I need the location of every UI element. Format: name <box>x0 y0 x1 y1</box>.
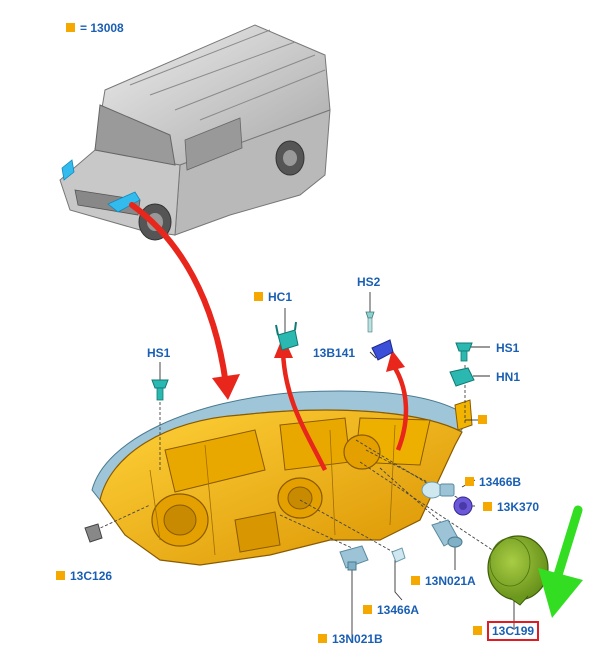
label-13n021a: 13N021A <box>411 574 476 588</box>
label-hs1-right: HS1 <box>496 341 520 355</box>
bulb-13466a <box>391 547 406 563</box>
nut-hn1 <box>449 367 475 387</box>
screw-hs2 <box>365 311 375 333</box>
screw-hs1-right <box>455 342 473 362</box>
bulbholder-13n021b <box>339 545 369 571</box>
label-13n021b: 13N021B <box>318 632 383 646</box>
square-icon <box>483 502 492 512</box>
square-icon <box>363 605 372 615</box>
square-icon <box>56 571 65 581</box>
headlamp-housing <box>91 390 473 566</box>
label-hc1: HC1 <box>254 290 292 304</box>
square-icon <box>478 415 487 425</box>
callout-arrow-main <box>129 202 240 400</box>
cap-13c199 <box>487 535 549 606</box>
grommet-13k370 <box>453 496 473 516</box>
label-hn1: HN1 <box>496 370 521 384</box>
removal-arrows <box>274 336 409 472</box>
van-illustration <box>59 24 331 241</box>
square-icon <box>473 626 482 636</box>
square-icon <box>254 292 263 302</box>
bulbholder-13n021a <box>431 519 463 548</box>
label-hs1-left: HS1 <box>147 346 171 360</box>
label-13k370: 13K370 <box>483 500 539 514</box>
label-hs2: HS2 <box>357 275 381 289</box>
legend-13008: = 13008 <box>66 21 124 35</box>
indicator-arrow <box>538 505 583 618</box>
label-13c126: 13C126 <box>56 569 112 583</box>
clip-hc1 <box>275 321 299 351</box>
label-13b141: 13B141 <box>313 346 356 360</box>
connector-13b141 <box>371 339 394 361</box>
label-13466a: 13466A <box>363 603 419 617</box>
label-13466b: 13466B <box>465 475 521 489</box>
legend-square-icon <box>66 23 75 33</box>
label-13c199: 13C199 <box>473 621 540 641</box>
square-icon <box>318 634 327 644</box>
highlighted-part-label: 13C199 <box>487 621 540 641</box>
square-icon <box>411 576 420 586</box>
label-housing-square <box>478 413 492 427</box>
screw-hs1-left <box>151 379 169 401</box>
clip-13c126 <box>84 523 103 543</box>
bulb-13466b <box>421 481 455 499</box>
square-icon <box>465 477 474 487</box>
